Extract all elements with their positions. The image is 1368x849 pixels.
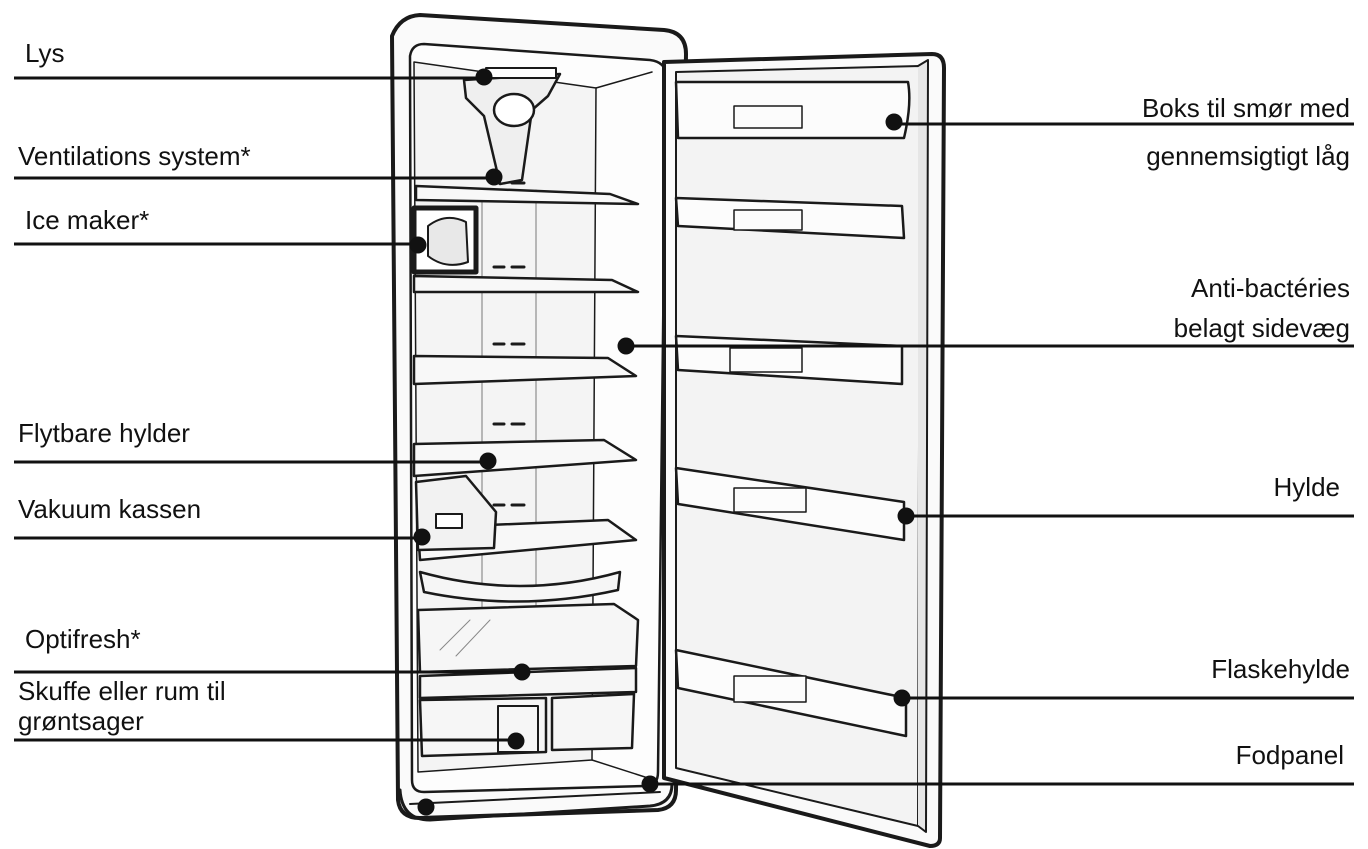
callout-butter-box: Boks til smør med gennemsigtigt låg (1141, 93, 1350, 171)
callout-removable-shelves: Flytbare hylder (18, 418, 190, 448)
callout-foot-panel: Fodpanel (1235, 740, 1344, 770)
callout-leader-lines (14, 76, 1354, 786)
vacuum-box (414, 474, 498, 552)
callout-ice-maker: Ice maker* (25, 205, 150, 235)
door-bins (674, 80, 911, 738)
callout-optifresh: Optifresh* (25, 624, 141, 654)
removable-shelves (412, 184, 640, 562)
callout-antibacterial-wall: Anti-bactéries belagt sidevæg (1173, 273, 1350, 343)
callout-door-shelf: Hylde (1273, 472, 1340, 502)
callout-light: Lys (25, 38, 65, 68)
fridge-door (662, 52, 946, 848)
callout-vacuum-box: Vakuum kassen (18, 494, 202, 524)
callout-vegetable-drawer: Skuffe eller rum til grøntsager (18, 676, 226, 736)
callout-dots (409, 68, 915, 816)
callout-bottle-shelf: Flaskehylde (1211, 654, 1350, 684)
callout-ventilation-system: Ventilations system* (18, 141, 251, 171)
light-fixture (462, 67, 562, 186)
